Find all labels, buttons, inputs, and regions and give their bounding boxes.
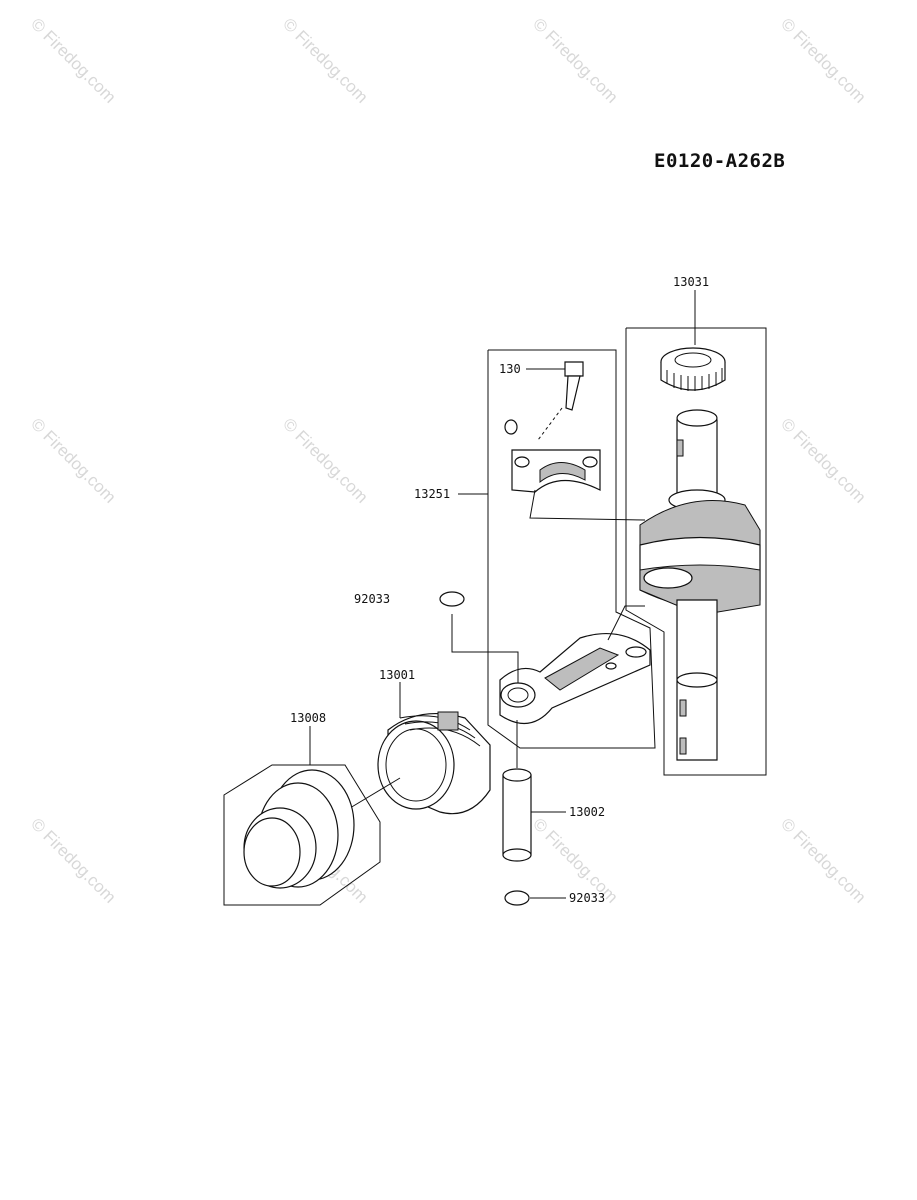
watermark: © Firedog.com <box>777 14 869 106</box>
watermark: © Firedog.com <box>27 414 119 506</box>
connecting-rod <box>499 605 651 725</box>
dowel-pin <box>504 419 518 435</box>
conrod-cap <box>511 449 646 521</box>
label-92033-bottom: 92033 <box>569 891 605 905</box>
piston-axis <box>349 777 401 809</box>
piston <box>377 711 491 815</box>
label-13002: 13002 <box>569 805 605 819</box>
watermark: © Firedog.com <box>27 814 119 906</box>
drawing-code: E0120-A262B <box>654 150 786 172</box>
watermark: © Firedog.com <box>279 14 371 106</box>
crank-gear <box>660 347 726 391</box>
watermark: © Firedog.com <box>27 14 119 106</box>
crankshaft-group-box <box>625 327 767 776</box>
snap-ring-top <box>439 591 465 607</box>
label-13251: 13251 <box>414 487 450 501</box>
piston-pin <box>502 768 532 862</box>
crankshaft <box>639 409 761 761</box>
piston-ring-group-box <box>223 764 381 906</box>
label-92033-top: 92033 <box>354 592 390 606</box>
label-13001: 13001 <box>379 668 415 682</box>
watermark: © Firedog.com <box>777 814 869 906</box>
watermark: © Firedog.com <box>279 414 371 506</box>
snap-ring-bottom <box>504 890 530 906</box>
label-130: 130 <box>499 362 521 376</box>
label-13008: 13008 <box>290 711 326 725</box>
clip-to-rod-line <box>451 614 519 683</box>
piston-rings <box>243 769 355 889</box>
watermark: © Firedog.com <box>529 14 621 106</box>
watermark: © Firedog.com <box>777 414 869 506</box>
conrod-group-box <box>487 349 656 749</box>
conrod-bolt <box>537 361 584 441</box>
label-13031: 13031 <box>673 275 709 289</box>
